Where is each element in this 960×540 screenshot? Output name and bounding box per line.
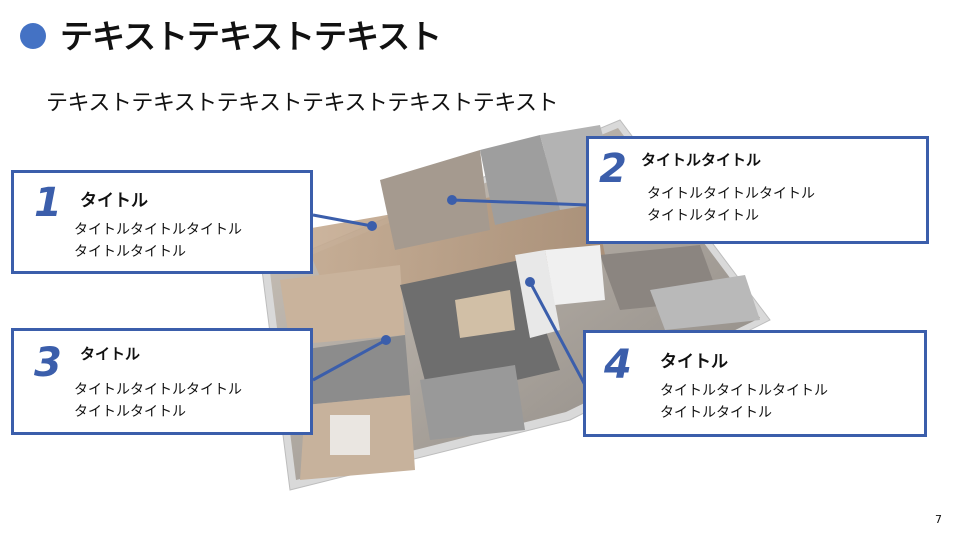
callout-body: タイトルタイトルタイトル タイトルタイトル — [660, 380, 828, 424]
callout-title: タイトルタイトル — [641, 151, 762, 169]
callout-3: 3 タイトル タイトルタイトルタイトル タイトルタイトル — [11, 328, 313, 435]
callout-number: 3 — [34, 340, 62, 386]
callout-1: 1 タイトル タイトルタイトルタイトル タイトルタイトル — [11, 170, 313, 274]
callout-line: タイトルタイトルタイトル — [660, 383, 828, 399]
callout-body: タイトルタイトルタイトル タイトルタイトル — [74, 379, 242, 423]
slide-subtitle: テキストテキストテキストテキストテキストテキスト — [46, 91, 559, 116]
callout-line: タイトルタイトルタイトル — [74, 382, 242, 398]
callout-number: 2 — [599, 146, 627, 192]
callout-body: タイトルタイトルタイトル タイトルタイトル — [74, 219, 242, 263]
callout-line: タイトルタイトル — [74, 404, 186, 420]
callout-2: 2 タイトルタイトル タイトルタイトルタイトル タイトルタイトル — [586, 136, 929, 244]
page-number: 7 — [935, 513, 942, 526]
callout-line: タイトルタイトル — [74, 244, 186, 260]
callout-line: タイトルタイトルタイトル — [74, 222, 242, 238]
callout-body: タイトルタイトルタイトル タイトルタイトル — [647, 183, 815, 227]
callout-title: タイトル — [660, 352, 728, 372]
callout-line: タイトルタイトル — [647, 208, 759, 224]
callout-line: タイトルタイトル — [660, 405, 772, 421]
callout-title: タイトル — [80, 191, 148, 211]
callout-4: 4 タイトル タイトルタイトルタイトル タイトルタイトル — [583, 330, 927, 437]
title-bullet — [20, 23, 46, 49]
callout-number: 1 — [34, 180, 62, 226]
callout-title: タイトル — [80, 345, 141, 363]
callout-line: タイトルタイトルタイトル — [647, 186, 815, 202]
slide-title: テキストテキストテキスト — [60, 17, 442, 56]
callout-number: 4 — [604, 342, 632, 388]
